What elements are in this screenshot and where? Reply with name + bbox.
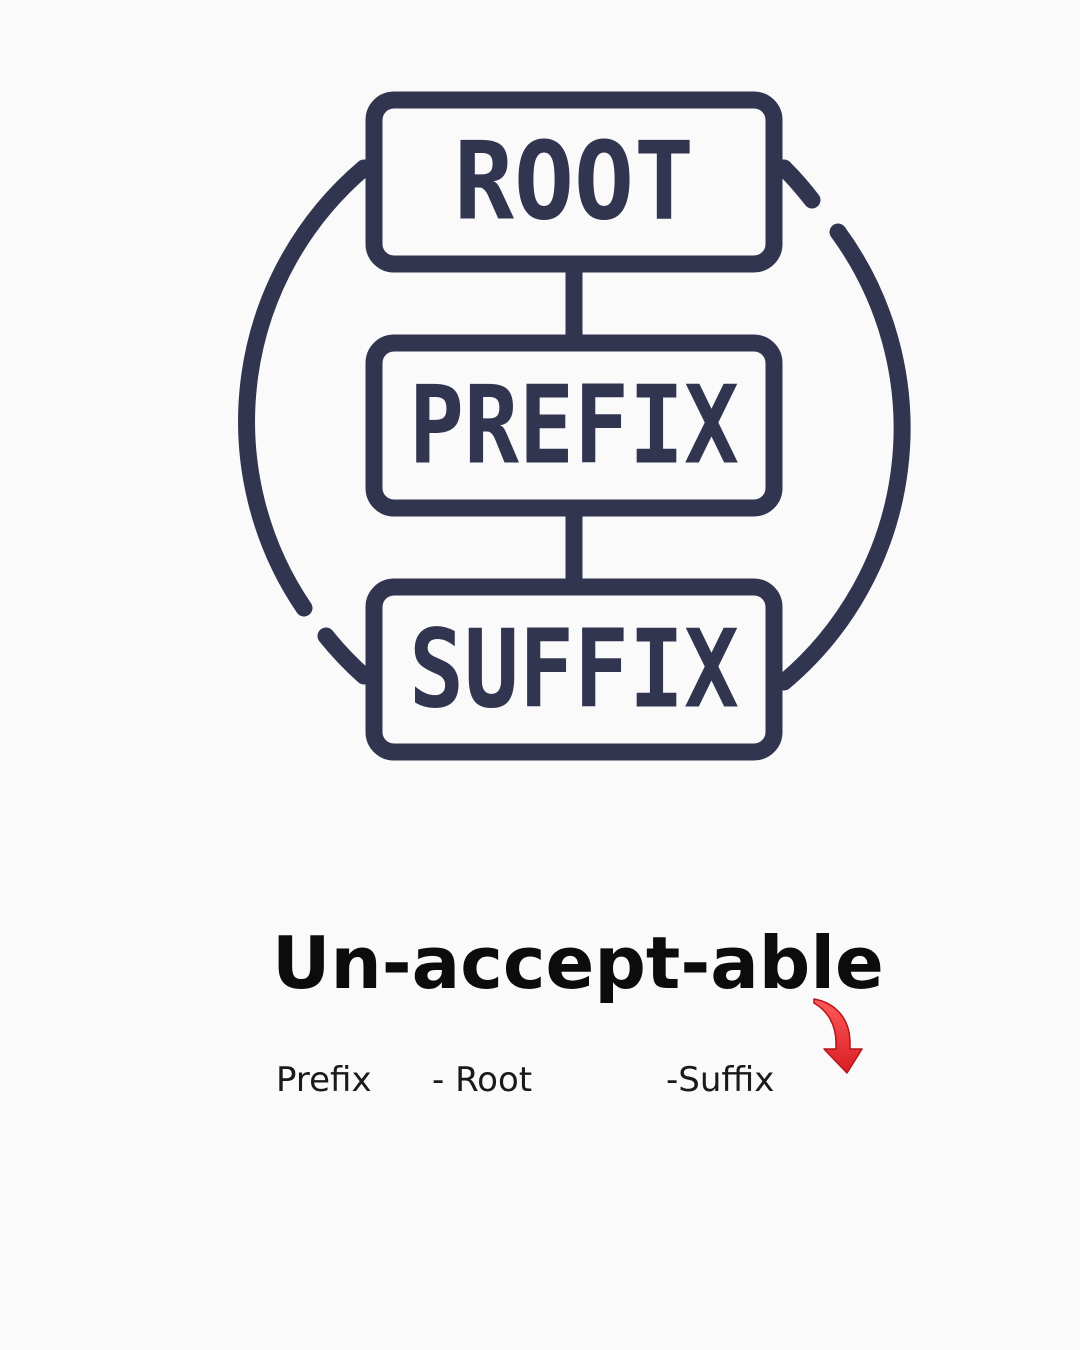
cycle-arc-right-upper [775,159,821,209]
suffix-label: SUFFIX [409,608,739,733]
prefix-label: PREFIX [409,364,739,489]
word-parts-diagram: ROOT PREFIX SUFFIX [238,91,911,761]
prefix-part-label: Prefix [276,1060,372,1100]
prefix-box [365,334,783,517]
root-part-label: - Root [432,1060,533,1100]
curved-arrow-down-icon [813,998,863,1074]
suffix-part-label: -Suffix [666,1060,775,1100]
example-word: Un-accept-able [272,921,884,1005]
cycle-arc-left-lower [317,627,373,685]
cycle-arc-left-upper [238,159,373,617]
suffix-box [365,578,783,761]
root-box [365,91,783,273]
cycle-arc-right-main [775,223,911,691]
root-label: ROOT [454,120,694,245]
